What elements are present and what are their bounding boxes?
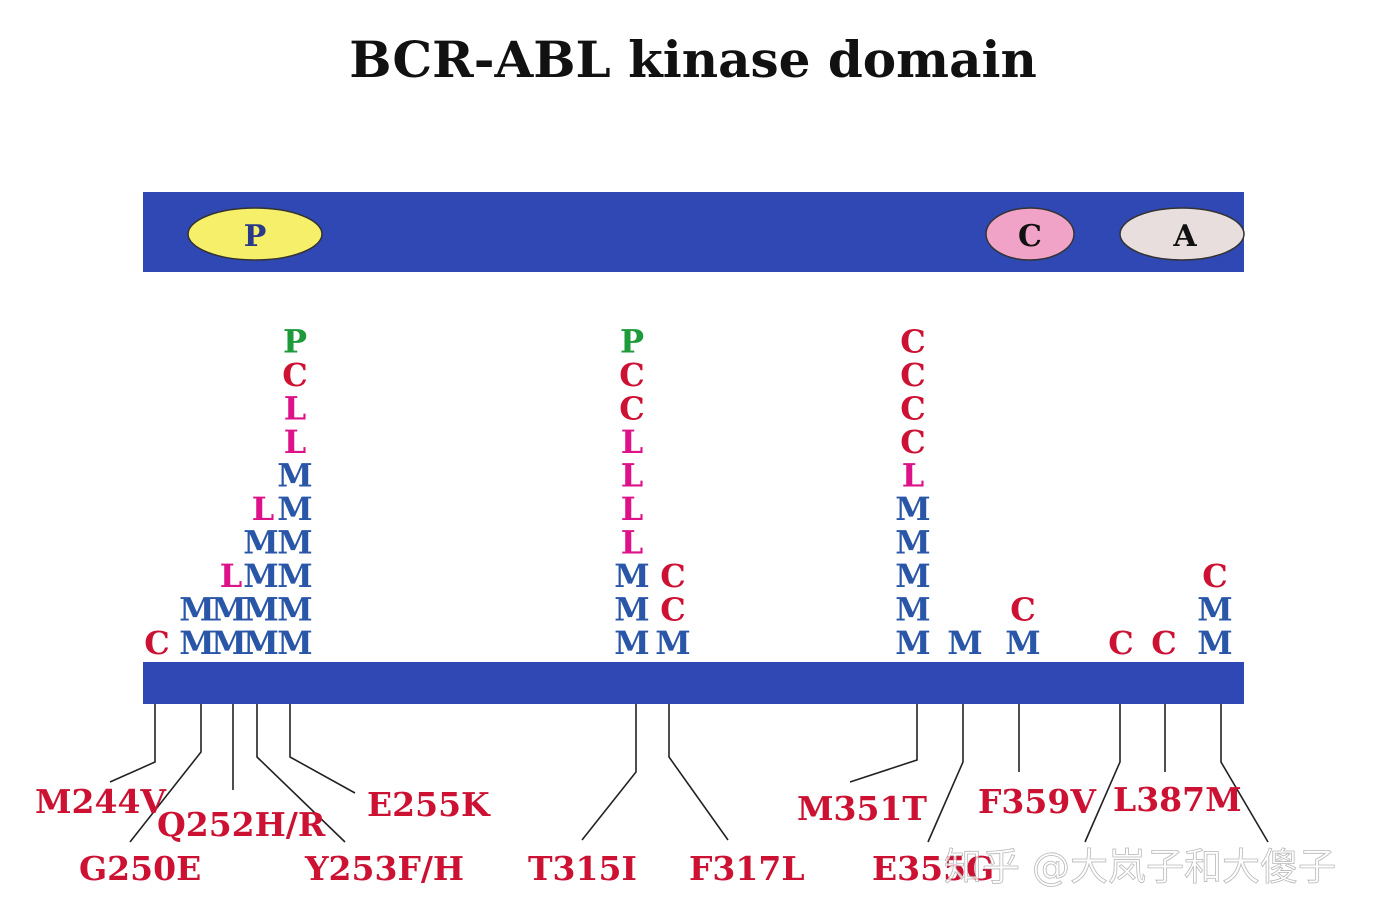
label-t315i: T315I (528, 849, 637, 888)
mutation-letter-c: C (660, 591, 685, 629)
mutation-letter-m: M (614, 624, 649, 662)
leader-y253fh (256, 704, 346, 843)
leader-t315i (581, 704, 637, 841)
mutation-letter-c: C (1010, 591, 1035, 629)
label-e355g: E355G (872, 849, 994, 888)
leader-f317l (668, 704, 729, 841)
mutation-letter-c: C (1151, 624, 1176, 662)
mutation-letter-m: M (243, 557, 278, 595)
loop-a: A (1119, 207, 1245, 261)
mutation-letter-m: M (895, 624, 930, 662)
label-l387m: L387M (1113, 780, 1242, 819)
mutation-letter-m: M (243, 524, 278, 562)
label-m244v: M244V (35, 782, 167, 821)
mutation-letter-c: C (900, 356, 925, 394)
kinase-bar (143, 662, 1244, 704)
mutation-letter-l: L (284, 423, 307, 461)
mutation-letter-m: M (211, 591, 246, 629)
mutation-letter-m: M (243, 624, 278, 662)
mutation-letter-m: M (277, 524, 312, 562)
label-f359v: F359V (978, 782, 1097, 821)
label-g250e: G250E (79, 849, 201, 888)
mutation-letter-c: C (1202, 557, 1227, 595)
mutation-letter-c: C (660, 557, 685, 595)
label-m351t: M351T (797, 789, 927, 828)
mutation-letter-c: C (619, 356, 644, 394)
leader-l387m-left (1084, 704, 1121, 843)
loop-c-shape (985, 207, 1075, 261)
mutation-letter-m: M (1197, 591, 1232, 629)
mutation-letter-c: C (144, 624, 169, 662)
mutation-letter-c: C (619, 390, 644, 428)
loop-a-shape (1119, 207, 1245, 261)
mutation-letter-m: M (895, 557, 930, 595)
mutation-letter-l: L (621, 490, 644, 528)
mutation-letter-m: M (277, 457, 312, 495)
mutation-letter-l: L (284, 390, 307, 428)
diagram-title: BCR-ABL kinase domain (349, 30, 1037, 89)
mutation-letter-l: L (220, 557, 243, 595)
mutation-letter-c: C (900, 423, 925, 461)
mutation-letter-m: M (947, 624, 982, 662)
mutation-letter-m: M (614, 591, 649, 629)
watermark: 知乎 @大岚子和大傻子 (944, 845, 1336, 889)
leader-right (1220, 704, 1269, 843)
loop-p-label: P (244, 219, 267, 254)
mutation-letter-m: M (277, 490, 312, 528)
mutation-letter-p: P (620, 323, 644, 361)
mutation-letter-m: M (179, 591, 214, 629)
mutation-letter-m: M (277, 557, 312, 595)
label-y253fh: Y253F/H (304, 849, 464, 888)
leader-lines (109, 704, 1269, 843)
mutation-letter-l: L (621, 524, 644, 562)
loop-p-shape (187, 207, 323, 261)
mutation-letter-m: M (895, 591, 930, 629)
mutation-letter-m: M (243, 624, 278, 662)
mutation-letter-c: C (1108, 624, 1133, 662)
mutation-letter-m: M (243, 591, 278, 629)
mutation-letter-m: M (243, 591, 278, 629)
mutation-letter-p: P (283, 323, 307, 361)
mutation-letter-m: M (277, 591, 312, 629)
leader-g250e (129, 704, 202, 843)
mutation-letter-l: L (252, 490, 275, 528)
mutation-letter-m: M (1005, 624, 1040, 662)
mutation-letter-m: M (179, 624, 214, 662)
mutation-letter-l: L (621, 457, 644, 495)
mutation-letter-m: M (277, 624, 312, 662)
mutation-letter-m: M (655, 624, 690, 662)
mutation-letter-c: C (282, 356, 307, 394)
loop-c-label: C (1018, 219, 1042, 254)
leader-e355g (927, 704, 964, 843)
loop-a-label: A (1172, 219, 1197, 254)
label-e255k: E255K (367, 785, 491, 824)
mutation-letter-m: M (614, 557, 649, 595)
loop-c: C (985, 207, 1075, 261)
mutation-letter-m: M (1197, 624, 1232, 662)
label-q252hr: Q252H/R (157, 805, 326, 844)
loop-p: P (187, 207, 323, 261)
mutation-letter-m: M (211, 624, 246, 662)
mutation-labels: M244V G250E Q252H/R Y253F/H E255K T315I … (35, 780, 1242, 888)
mutation-letter-c: C (900, 390, 925, 428)
mutation-letter-m: M (895, 524, 930, 562)
mutation-letter-m: M (895, 490, 930, 528)
leader-m351t (849, 704, 918, 783)
leader-e255k (289, 704, 356, 794)
mutation-letter-l: L (902, 457, 925, 495)
label-f317l: F317L (689, 849, 805, 888)
leader-m244v (109, 704, 156, 783)
mutation-letter-l: L (621, 423, 644, 461)
mutation-letter-c: C (900, 323, 925, 361)
